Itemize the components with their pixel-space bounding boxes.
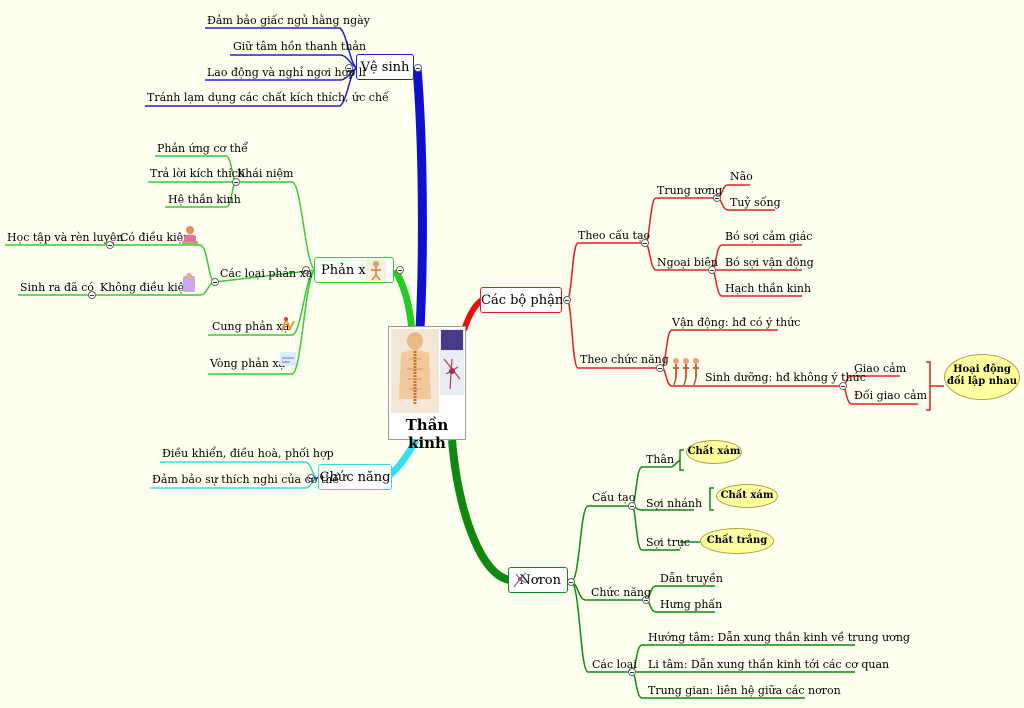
note-chat-trang[interactable]: Chất trắng [700, 528, 774, 554]
reflex-icon [183, 273, 195, 292]
cac-loai-item-3: Trung gian: liên hệ giữa các nơron [648, 684, 841, 697]
vong-phan-xa-label: Vòng phản xạ [210, 357, 286, 370]
sinh-duong-label: Sinh dưỡng: hđ không ý thức [705, 371, 866, 384]
node-cac-bo-phan[interactable]: Các bộ phận [480, 287, 563, 313]
toggle-cac-bo-phan[interactable] [563, 296, 571, 304]
chuc-nang-noron-label: Chức năng [591, 586, 652, 599]
note-chat-xam-2[interactable]: Chất xám [716, 484, 778, 508]
note-hoai-dong-line-2: đối lập nhau [947, 376, 1017, 387]
ve-sinh-item-1: Đảm bảo giấc ngủ hằng ngày [207, 14, 370, 27]
toggle-cac-loai[interactable] [628, 668, 636, 676]
ve-sinh-item-3: Lao động và nghỉ ngơi hợp lí [207, 66, 366, 79]
toggle-phan-xa[interactable] [396, 266, 404, 274]
note-hoai-dong-line-1: Hoại động [953, 364, 1011, 375]
neuron-icon [440, 329, 464, 395]
ve-sinh-item-2: Giữ tâm hồn thanh thản [233, 40, 367, 53]
cau-tao-label: Cấu tạo [592, 491, 636, 504]
cac-loai-label: Các loại [592, 658, 637, 671]
co-dieu-kien-item: Học tập và rèn luyện [7, 231, 124, 244]
toggle-noron[interactable] [567, 578, 575, 586]
than-label: Thân [646, 453, 675, 466]
co-dieu-kien-label: Có điều kiện [120, 231, 191, 244]
body-figures-icon [673, 358, 699, 386]
cung-phan-xa-label: Cung phản xạ [212, 320, 290, 333]
hand-icon [281, 316, 295, 332]
ve-sinh-item-4: Tránh lạm dụng các chất kích thích, ức c… [147, 91, 389, 104]
neuron-icon [513, 572, 527, 588]
van-dong-label: Vận động: hđ có ý thức [672, 316, 801, 329]
khai-niem-item-1: Phản ứng cơ thể [157, 142, 248, 155]
toggle-khai-niem[interactable] [232, 178, 240, 186]
soi-nhanh-label: Sợi nhánh [646, 497, 703, 510]
toggle-trung-uong[interactable] [713, 194, 721, 202]
doi-giao-cam-label: Đối giao cảm [854, 389, 928, 402]
toggle-phan-xa-items[interactable] [302, 266, 310, 274]
toggle-sinh-duong[interactable] [839, 382, 847, 390]
child-icon [182, 226, 198, 244]
central-topic[interactable] [388, 326, 466, 440]
ngoai-bien-item-3: Hạch thần kinh [725, 282, 812, 295]
khong-dieu-kien-item: Sinh ra đã có [20, 281, 94, 294]
node-ve-sinh[interactable]: Vệ sinh [356, 54, 414, 80]
note-chat-xam-1[interactable]: Chất xám [686, 440, 742, 464]
toggle-co-dieu-kien[interactable] [106, 241, 114, 249]
khai-niem-item-2: Trả lời kích thích [150, 167, 245, 180]
dan-truyen-label: Dẫn truyền [660, 572, 723, 585]
body-chart-icon [280, 352, 296, 366]
toggle-ve-sinh[interactable] [414, 64, 422, 72]
cac-loai-phan-xa-label: Các loại phản xạ [220, 267, 313, 280]
chuc-nang-item-2: Đảm bảo sự thích nghi của cơ thể [152, 473, 340, 486]
theo-cau-tao-label: Theo cấu tạo [578, 229, 651, 242]
ngoai-bien-item-1: Bó sợi cảm giác [725, 230, 813, 243]
toggle-cac-loai-phan-xa[interactable] [211, 278, 219, 286]
giao-cam-label: Giao cảm [854, 362, 907, 375]
node-chuc-nang[interactable]: Chức năng [318, 464, 392, 490]
central-title: Thần kinh [405, 416, 449, 452]
trung-uong-label: Trung ương [657, 184, 723, 197]
node-noron[interactable]: Nơron [508, 567, 568, 593]
toggle-chuc-nang[interactable] [307, 474, 315, 482]
toggle-chuc-nang-noron[interactable] [642, 596, 650, 604]
toggle-theo-chuc-nang[interactable] [656, 364, 664, 372]
cac-loai-item-1: Hướng tâm: Dẫn xung thần kinh về trung ư… [648, 631, 910, 644]
ngoai-bien-item-2: Bó sợi vận động [725, 256, 814, 269]
khong-dieu-kien-label: Không điều kiện [100, 281, 192, 294]
chuc-nang-item-1: Điều khiển, điều hoà, phối hợp [162, 447, 334, 460]
soi-truc-label: Sợi trục [646, 536, 691, 549]
toggle-ngoai-bien[interactable] [708, 266, 716, 274]
toggle-cau-tao[interactable] [628, 502, 636, 510]
toggle-khong-dieu-kien[interactable] [88, 291, 96, 299]
spine-icon [391, 329, 439, 413]
cac-loai-item-2: Li tâm: Dẫn xung thần kinh tới các cơ qu… [648, 658, 890, 671]
ngoai-bien-label: Ngoại biên [657, 256, 719, 269]
khai-niem-item-3: Hệ thần kinh [168, 193, 241, 206]
theo-chuc-nang-label: Theo chức năng [580, 353, 669, 366]
trung-uong-item-1: Não [730, 170, 753, 183]
note-hoai-dong[interactable]: Hoại động đối lập nhau [944, 354, 1020, 400]
trung-uong-item-2: Tuỷ sống [730, 196, 781, 209]
noron-label: Nơron [519, 573, 561, 588]
khai-niem-label: Khái niệm [237, 167, 294, 180]
toggle-ve-sinh-items[interactable] [345, 64, 353, 72]
hung-phan-label: Hưng phấn [660, 598, 723, 611]
body-chart-icon [366, 259, 386, 281]
toggle-theo-cau-tao[interactable] [641, 239, 649, 247]
phan-xa-label: Phản xạ [321, 263, 374, 278]
